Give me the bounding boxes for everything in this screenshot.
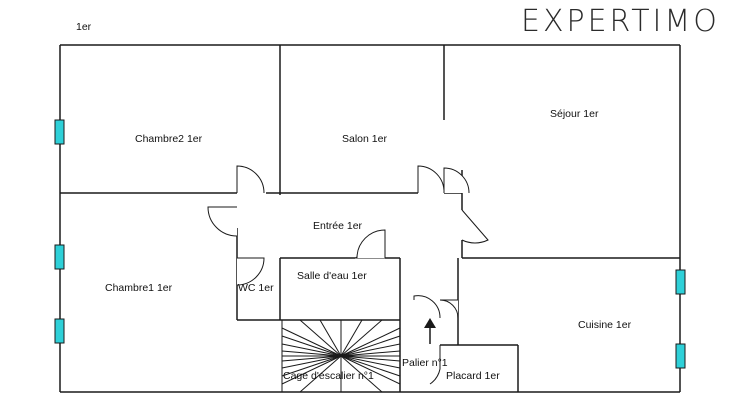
door-placard (429, 345, 441, 385)
door-chambre2 (236, 165, 265, 194)
door-salon (417, 165, 445, 194)
door-sejour-2 (461, 209, 489, 244)
window-chambre2 (54, 119, 65, 145)
doors (207, 165, 489, 385)
door-wc (236, 257, 265, 286)
room-label-sejour: Séjour 1er (550, 108, 599, 120)
window-cuisine-top (675, 269, 686, 295)
window-chambre1-bottom (54, 318, 65, 344)
room-label-entree: Entrée 1er (313, 220, 363, 232)
room-label-chambre2: Chambre2 1er (135, 133, 203, 145)
door-cuisine (439, 299, 459, 319)
room-label-wc: WC 1er (238, 282, 274, 294)
floor-label: 1er (76, 21, 92, 33)
room-label-cuisine: Cuisine 1er (578, 319, 632, 331)
outer-walls (59, 44, 681, 393)
window-cuisine-bottom (675, 343, 686, 369)
room-label-salle-eau: Salle d'eau 1er (297, 270, 367, 282)
expertimo-logo: EXPERTIMO (521, 4, 720, 39)
room-label-cage-escalier: Cage d'escalier n°1 (283, 370, 374, 382)
door-palier (413, 295, 441, 319)
staircase (281, 319, 401, 393)
room-label-palier: Palier n°1 (402, 357, 448, 369)
door-chambre1 (207, 206, 238, 237)
interior-walls (60, 45, 680, 392)
room-label-placard: Placard 1er (446, 370, 500, 382)
door-sejour (443, 167, 470, 194)
door-salle-eau-arc (356, 229, 386, 259)
room-label-salon: Salon 1er (342, 133, 387, 145)
room-labels: Chambre2 1er Salon 1er Séjour 1er Entrée… (105, 108, 632, 382)
window-chambre1-top (54, 244, 65, 270)
room-label-chambre1: Chambre1 1er (105, 282, 173, 294)
windows (54, 119, 686, 369)
up-arrow-icon (424, 318, 436, 344)
